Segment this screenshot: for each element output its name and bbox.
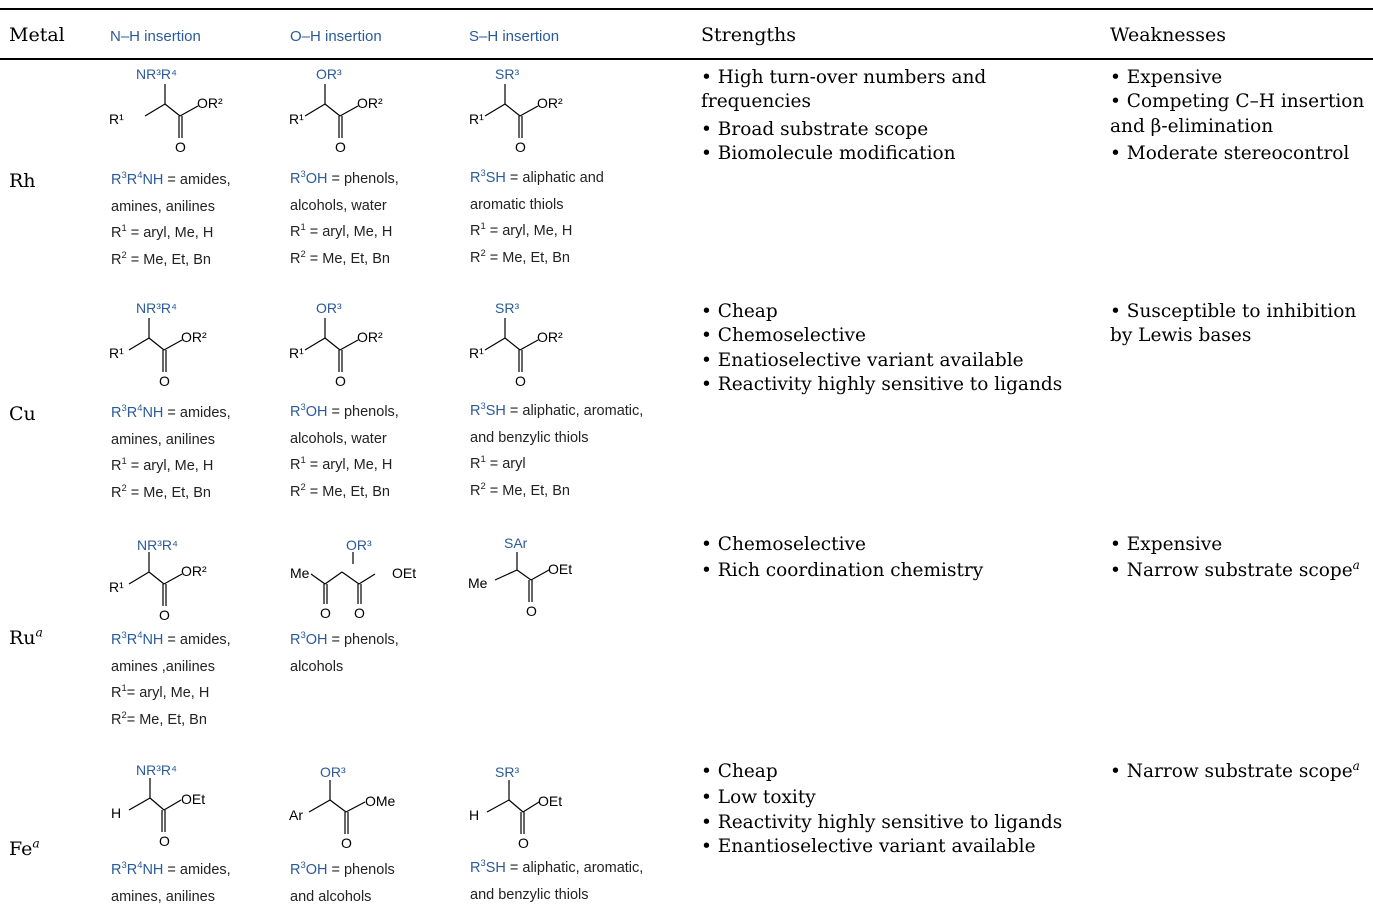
oh-group-label: OR³ — [320, 764, 346, 780]
molecule-fe-oh: OR³ Ar OMe O — [289, 764, 396, 851]
oh-group-label: OR³ — [316, 300, 342, 316]
metal-rh: Rh — [9, 170, 36, 192]
sh-group-label: SR³ — [495, 66, 519, 82]
header-strengths: Strengths — [701, 24, 796, 46]
oh-group-label: OR³ — [316, 66, 342, 82]
rh-sh-conditions: R3SH = aliphatic and aromatic thiols R1 … — [470, 167, 604, 266]
carbonyl-o-label: O — [341, 835, 352, 851]
ru-strengths: • Chemoselective • Rich coordination che… — [701, 534, 984, 582]
r1-label: R¹ — [109, 111, 124, 127]
molecule-fe-sh: SR³ H OEt O — [469, 764, 562, 851]
ome-label: OMe — [365, 793, 396, 809]
metal-ru: Rua — [9, 625, 43, 649]
oet-label: OEt — [181, 791, 205, 807]
molecule-ru-nh: NR³R⁴ R¹ OR² O — [109, 537, 207, 623]
fe-strengths: • Cheap • Low toxity • Reactivity highly… — [701, 761, 1063, 857]
cu-sh-conditions: R3SH = aliphatic, aromatic, and benzylic… — [470, 400, 644, 499]
rh-oh-conditions: R3OH = phenols, alcohols, water R1 = ary… — [290, 168, 399, 267]
metal-cu: Cu — [9, 403, 36, 425]
carbonyl-o-label: O — [515, 373, 526, 389]
rh-weaknesses: • Expensive • Competing C–H insertion an… — [1110, 67, 1365, 164]
molecule-cu-sh: SR³ R¹ OR² O — [469, 300, 563, 389]
fe-weaknesses: • Narrow substrate scopea — [1110, 758, 1360, 782]
molecule-rh-sh: SR³ R¹ OR² O — [469, 66, 563, 155]
molecule-cu-nh: NR³R⁴ R¹ OR² O — [109, 300, 207, 389]
me-label: Me — [468, 575, 488, 591]
me-label: Me — [290, 565, 310, 581]
cu-strengths: • Cheap • Chemoselective • Enatioselecti… — [701, 301, 1063, 395]
ar-label: Ar — [289, 807, 303, 823]
sh-group-label: SR³ — [495, 300, 519, 316]
molecule-cu-oh: OR³ R¹ OR² O — [289, 300, 383, 389]
carbonyl-o-label: O — [159, 373, 170, 389]
h-label: H — [111, 805, 121, 821]
nh-group-label: NR³R⁴ — [136, 762, 177, 778]
header-sh-insertion: S–H insertion — [469, 28, 560, 45]
nh-group-label: NR³R⁴ — [137, 537, 178, 553]
or2-label: OR² — [537, 95, 563, 111]
r1-label: R¹ — [469, 111, 484, 127]
molecule-fe-nh: NR³R⁴ H OEt O — [111, 762, 205, 849]
sh-group-label: SAr — [504, 535, 528, 551]
carbonyl-o-label: O — [175, 139, 186, 155]
r1-label: R¹ — [109, 345, 124, 361]
carbonyl-o-label: O — [335, 139, 346, 155]
ru-oh-conditions: R3OH = phenols, alcohols — [290, 629, 399, 675]
carbonyl-o-label: O — [515, 139, 526, 155]
or2-label: OR² — [537, 329, 563, 345]
fe-oh-conditions: R3OH = phenols and alcohols — [290, 859, 395, 905]
molecule-ru-sh: SAr Me OEt O — [468, 535, 572, 619]
oet-label: OEt — [548, 561, 572, 577]
molecule-rh-nh: NR³R⁴ R¹ OR² O — [109, 66, 223, 155]
rh-strengths: • High turn-over numbers and frequencies… — [701, 67, 987, 164]
carbonyl-o-label: O — [159, 607, 170, 623]
oet-label: OEt — [538, 793, 562, 809]
r1-label: R¹ — [469, 345, 484, 361]
cu-nh-conditions: R3R4NH = amides, amines, anilines R1 = a… — [111, 402, 231, 501]
rh-nh-conditions: R3R4NH = amides, amines, anilines R1 = a… — [111, 169, 231, 268]
or2-label: OR² — [181, 563, 207, 579]
top-rule — [0, 8, 1373, 10]
carbonyl-o-label: O — [526, 603, 537, 619]
molecule-rh-oh: OR³ R¹ OR² O — [289, 66, 383, 155]
molecule-ru-oh: OR³ Me OEt O O — [290, 537, 416, 621]
fe-sh-conditions: R3SH = aliphatic, aromatic, and benzylic… — [470, 857, 644, 903]
header-metal: Metal — [9, 24, 65, 46]
carbonyl-o-label: O — [335, 373, 346, 389]
nh-group-label: NR³R⁴ — [136, 300, 177, 316]
fe-nh-conditions: R3R4NH = amides, amines, anilines — [111, 859, 231, 905]
metal-fe: Fea — [9, 836, 40, 860]
header-rule — [0, 58, 1373, 60]
or2-label: OR² — [197, 95, 223, 111]
ketone-o-label: O — [320, 605, 331, 621]
or2-label: OR² — [181, 329, 207, 345]
header-nh-insertion: N–H insertion — [110, 28, 201, 45]
r1-label: R¹ — [289, 111, 304, 127]
oh-group-label: OR³ — [346, 537, 372, 553]
carbonyl-o-label: O — [354, 605, 365, 621]
cu-oh-conditions: R3OH = phenols, alcohols, water R1 = ary… — [290, 401, 399, 500]
carbonyl-o-label: O — [159, 833, 170, 849]
carbonyl-o-label: O — [518, 835, 529, 851]
cu-weaknesses: • Susceptible to inhibition by Lewis bas… — [1110, 301, 1357, 347]
h-label: H — [469, 807, 479, 823]
or2-label: OR² — [357, 329, 383, 345]
oet-label: OEt — [392, 565, 416, 581]
sh-group-label: SR³ — [495, 764, 519, 780]
header-weaknesses: Weaknesses — [1110, 24, 1227, 46]
header-oh-insertion: O–H insertion — [290, 28, 382, 45]
r1-label: R¹ — [109, 579, 124, 595]
nh-group-label: NR³R⁴ — [136, 66, 177, 82]
or2-label: OR² — [357, 95, 383, 111]
ru-weaknesses: • Expensive • Narrow substrate scopea — [1110, 534, 1360, 582]
ru-nh-conditions: R3R4NH = amides, amines ,anilines R1= ar… — [111, 629, 231, 728]
r1-label: R¹ — [289, 345, 304, 361]
